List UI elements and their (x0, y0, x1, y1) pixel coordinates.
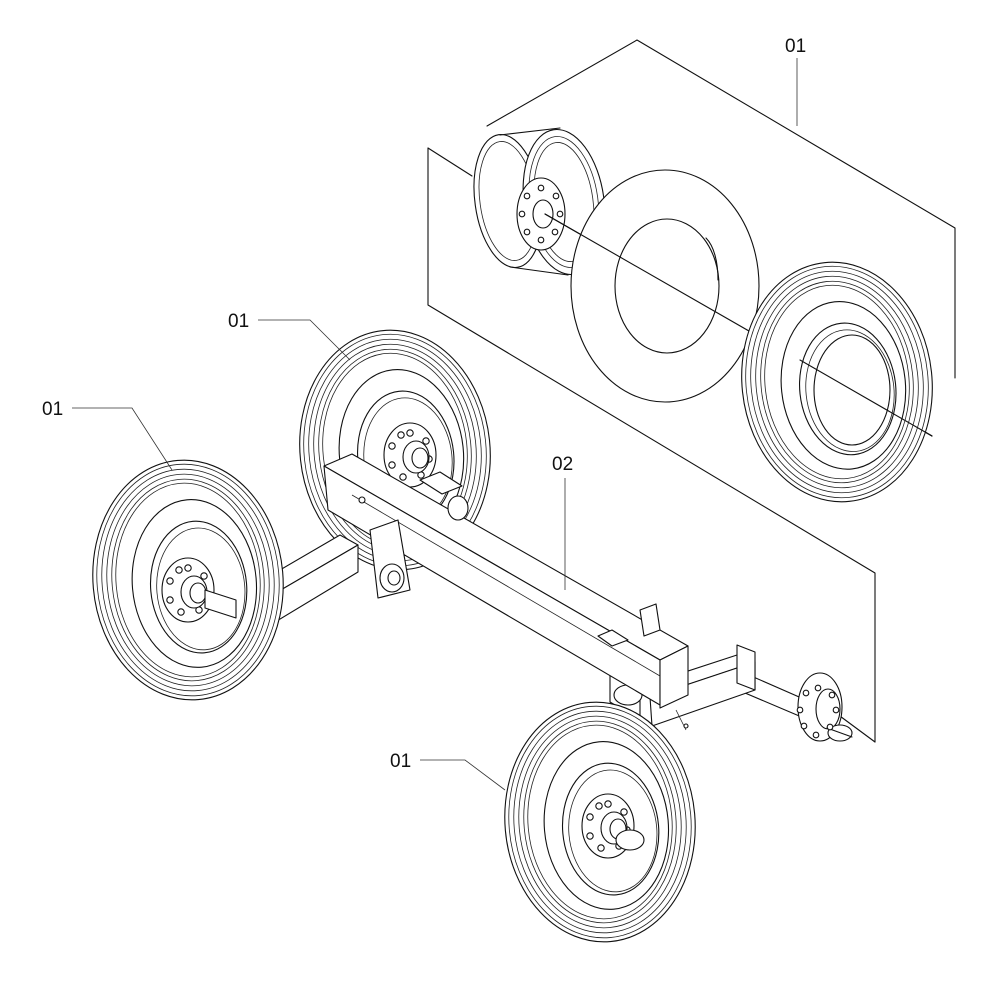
callout-axle-frame: 02 (552, 454, 573, 475)
axle-frame (195, 453, 853, 742)
callout-front-right-wheel: 01 (390, 751, 411, 772)
inner-tube (544, 169, 933, 437)
callout-front-left-wheel: 01 (42, 399, 63, 420)
tire-exploded (729, 252, 945, 512)
callout-rear-left-wheel: 01 (228, 311, 249, 332)
leader-lines (72, 58, 798, 791)
wheel-front-left (82, 451, 294, 709)
callout-top-right: 01 (785, 36, 806, 57)
wheel-front-right (494, 693, 706, 951)
